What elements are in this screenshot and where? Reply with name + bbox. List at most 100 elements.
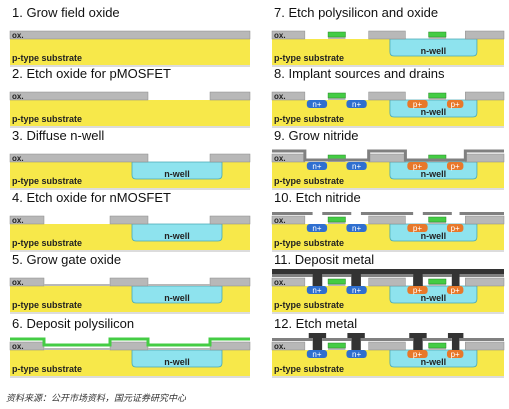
step-title: 10. Etch nitride (274, 190, 361, 205)
p-plus-label: p+ (413, 350, 422, 359)
poly-gate (428, 342, 447, 349)
metal-pad (447, 333, 464, 338)
field-oxide (368, 215, 406, 225)
n-well-label: n-well (164, 357, 190, 367)
gate-oxide (428, 222, 446, 224)
metal-contact (413, 273, 423, 286)
substrate-label: p-type substrate (12, 238, 82, 248)
n-plus-region (346, 350, 367, 358)
nitride-segment (322, 338, 352, 341)
p-plus-label: p+ (413, 162, 422, 171)
p-plus-region (446, 350, 464, 358)
substrate-label: p-type substrate (274, 364, 344, 374)
field-oxide (9, 277, 45, 287)
n-plus-region (346, 286, 367, 294)
n-well-region (389, 38, 478, 57)
process-step-5: 5. Grow gate oxide ox. p-type substrate n-w… (9, 252, 251, 314)
substrate-label: p-type substrate (274, 114, 344, 124)
n-well-label: n-well (164, 293, 190, 303)
nitride-segment (322, 212, 352, 215)
metal-contact (312, 337, 323, 350)
gate-oxide (44, 348, 110, 350)
substrate-label: p-type substrate (12, 364, 82, 374)
n-plus-region (346, 224, 367, 232)
gate-oxide (428, 348, 446, 350)
process-step-8: 8. Implant sources and drainsn+n+p+p+ox.… (271, 66, 505, 128)
p-plus-region (407, 224, 428, 232)
field-oxide (465, 277, 505, 287)
n-well-region (131, 349, 223, 368)
gate-oxide (428, 37, 446, 39)
oxide-label: ox. (12, 278, 24, 287)
p-plus-region (446, 286, 464, 294)
p-plus-label: p+ (413, 286, 422, 295)
poly-gate (428, 278, 447, 285)
p-plus-region (446, 224, 464, 232)
field-oxide (271, 277, 306, 287)
n-well-label: n-well (421, 357, 447, 367)
field-oxide (109, 215, 149, 225)
metal-contact (351, 337, 361, 350)
p-plus-region (407, 350, 428, 358)
field-oxide (109, 341, 149, 351)
field-oxide (271, 91, 306, 101)
gate-oxide (148, 284, 210, 286)
field-oxide (368, 277, 406, 287)
substrate-label: p-type substrate (274, 53, 344, 63)
substrate-label: p-type substrate (12, 300, 82, 310)
p-plus-label: p+ (451, 350, 460, 359)
gate-oxide (328, 37, 346, 39)
n-well-region (131, 285, 223, 304)
nitride-segment (272, 274, 313, 277)
oxide-label: ox. (274, 31, 286, 40)
nitride-segment (272, 212, 313, 215)
gate-oxide (328, 284, 346, 286)
nitride-segment (459, 274, 504, 277)
substrate-label: p-type substrate (274, 176, 344, 186)
gate-oxide (148, 348, 210, 350)
field-oxide (9, 153, 149, 163)
substrate-label: p-type substrate (274, 300, 344, 310)
n-plus-label: n+ (352, 162, 361, 171)
p-plus-label: p+ (451, 286, 460, 295)
step-title: 5. Grow gate oxide (12, 252, 121, 267)
nitride-segment (459, 338, 504, 341)
n-plus-region (346, 162, 367, 170)
n-plus-region (306, 162, 328, 170)
step-title: 1. Grow field oxide (12, 5, 120, 20)
field-oxide (209, 153, 251, 163)
n-plus-label: n+ (352, 286, 361, 295)
polysilicon-layer (10, 337, 250, 347)
n-well-label: n-well (421, 107, 447, 117)
field-oxide (9, 30, 251, 40)
p-plus-label: p+ (451, 224, 460, 233)
poly-gate (428, 216, 447, 223)
field-oxide (271, 215, 306, 225)
field-oxide (209, 277, 251, 287)
field-oxide (465, 153, 505, 163)
metal-contact (451, 273, 460, 286)
field-oxide (368, 153, 406, 163)
field-oxide (209, 91, 251, 101)
nitride-segment (459, 212, 504, 215)
poly-gate (428, 31, 447, 38)
substrate-label: p-type substrate (12, 53, 82, 63)
p-plus-label: p+ (451, 162, 460, 171)
metal-pad (409, 333, 427, 338)
p-substrate (10, 100, 250, 126)
step-title: 9. Grow nitride (274, 128, 359, 143)
field-oxide (109, 277, 149, 287)
oxide-label: ox. (274, 342, 286, 351)
field-oxide (465, 30, 505, 40)
metal-contact (413, 337, 423, 350)
field-oxide (368, 30, 406, 40)
metal-contact (312, 273, 323, 286)
p-plus-region (446, 162, 464, 170)
